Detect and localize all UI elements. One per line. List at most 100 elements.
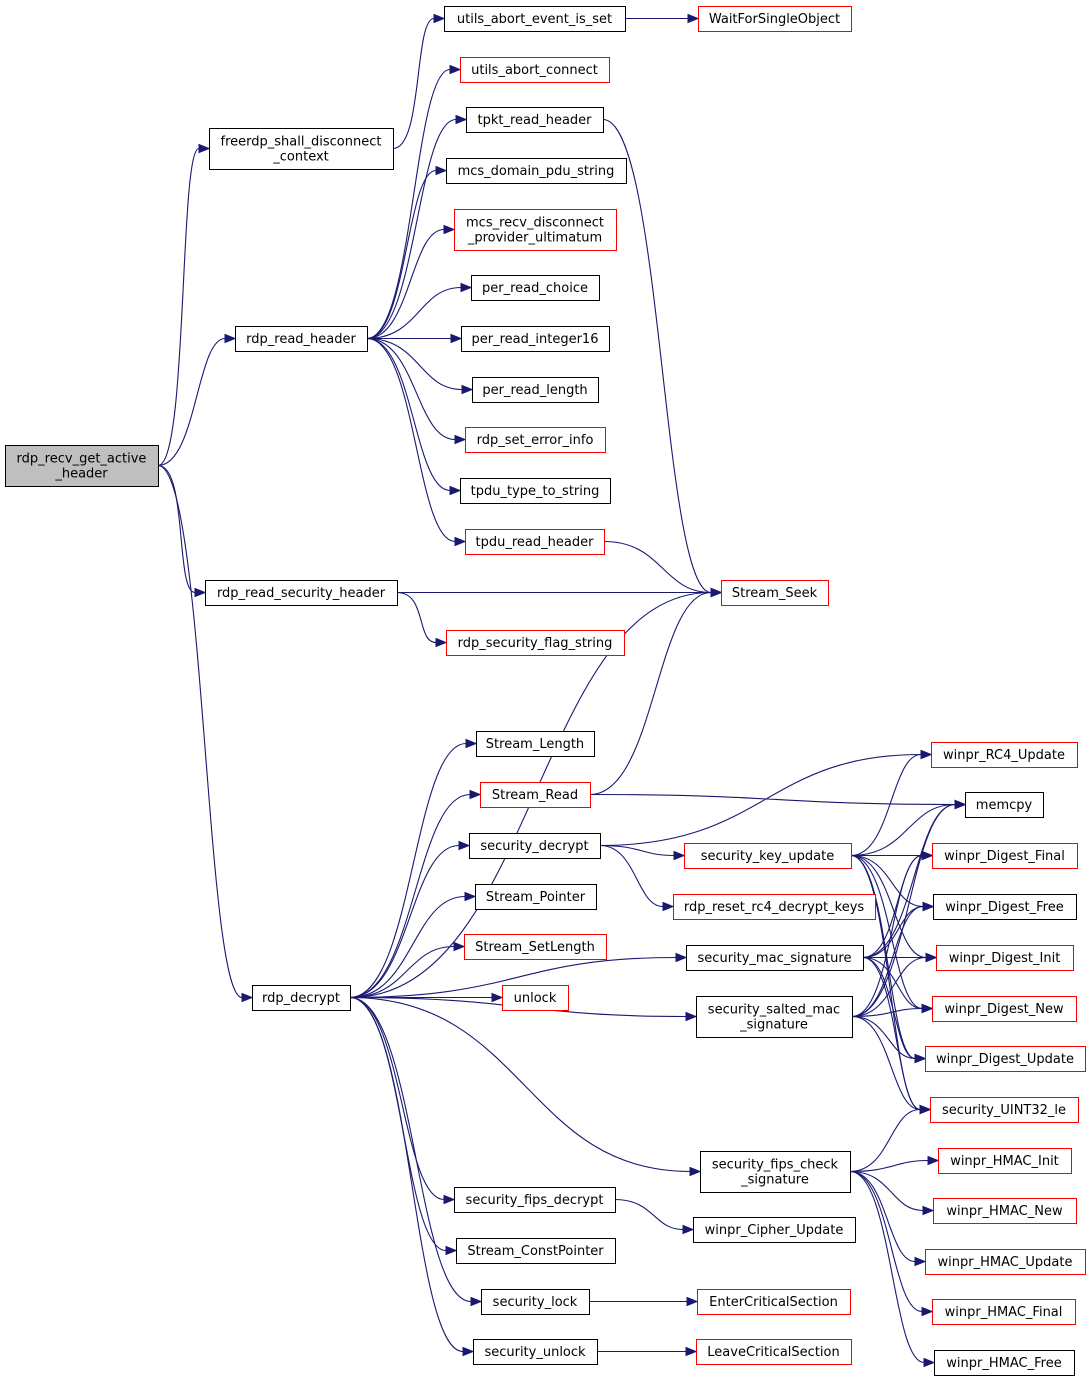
node-winpr_digest_final[interactable]: winpr_Digest_Final [932,843,1078,869]
node-stream_seek[interactable]: Stream_Seek [721,580,829,606]
node-box [965,792,1044,818]
node-stream_read[interactable]: Stream_Read [480,782,591,808]
node-utils_abort_event[interactable]: utils_abort_event_is_set [444,6,626,32]
node-wait_single[interactable]: WaitForSingleObject [698,6,852,32]
node-winpr_hmac_update[interactable]: winpr_HMAC_Update [925,1249,1086,1275]
node-security_fips_decrypt[interactable]: security_fips_decrypt [454,1187,616,1213]
node-root: rdp_recv_get_active_header [5,445,159,487]
node-mcs_recv_disconnect[interactable]: mcs_recv_disconnect_provider_ultimatum [454,209,617,251]
node-label: per_read_length [482,383,587,398]
node-rdp_read_security_header[interactable]: rdp_read_security_header [205,580,398,606]
node-label: security_fips_decrypt [466,1193,604,1208]
node-box [476,731,595,757]
node-label: LeaveCriticalSection [707,1345,839,1360]
node-label: security_decrypt [480,839,588,854]
node-winpr_hmac_init[interactable]: winpr_HMAC_Init [938,1148,1072,1174]
edge-rdp_read_header-to-tpdu_read_header [366,337,456,543]
node-label: _provider_ultimatum [467,231,602,246]
node-box [475,884,597,910]
node-label: _context [272,150,329,165]
edge-security_key_update-to-winpr_digest_init [850,854,927,959]
node-security_unlock[interactable]: security_unlock [473,1339,598,1365]
node-utils_abort_connect[interactable]: utils_abort_connect [460,57,610,83]
node-security_key_update[interactable]: security_key_update [684,843,852,869]
node-label: WaitForSingleObject [709,12,840,27]
node-label: per_read_integer16 [472,332,599,347]
node-stream_setlength[interactable]: Stream_SetLength [464,934,607,960]
node-tpkt_read_header[interactable]: tpkt_read_header [466,107,604,133]
node-label: security_fips_check [712,1158,839,1173]
edge-security_key_update-to-winpr_digest_free [850,854,924,908]
arrowhead-rdp_decrypt-to-security_unlock [462,1346,475,1357]
node-stream_length[interactable]: Stream_Length [476,731,595,757]
node-freerdp_shall[interactable]: freerdp_shall_disconnect_context [209,128,394,170]
edge-rdp_read_header-to-mcs_recv_disconnect [366,228,445,340]
edge-security_salted_mac-to-winpr_digest_update [851,1015,916,1060]
node-box [460,57,610,83]
node-per_read_choice[interactable]: per_read_choice [471,275,600,301]
edge-rdp_decrypt-to-stream_setlength [349,945,455,999]
node-per_read_length[interactable]: per_read_length [472,377,599,403]
node-label: rdp_set_error_info [477,433,594,448]
edge-rdp_decrypt-to-stream_pointer [349,895,466,999]
node-winpr_rc4_update[interactable]: winpr_RC4_Update [931,742,1078,768]
node-box [472,377,599,403]
node-winpr_hmac_new[interactable]: winpr_HMAC_New [933,1198,1077,1224]
node-tpdu_type_to_string[interactable]: tpdu_type_to_string [460,478,611,504]
node-stream_constpointer[interactable]: Stream_ConstPointer [456,1238,616,1264]
node-security_salted_mac[interactable]: security_salted_mac_signature [696,996,853,1038]
node-security_mac_signature[interactable]: security_mac_signature [686,945,864,971]
edge-rdp_decrypt-to-security_mac_signature [349,956,677,999]
node-tpdu_read_header[interactable]: tpdu_read_header [465,529,605,555]
node-box [460,478,611,504]
node-security_uint32_le[interactable]: security_UINT32_le [930,1097,1079,1123]
arrowhead-rdp_read_header-to-per_read_length [461,384,474,395]
edge-layer [157,13,967,1368]
node-per_read_integer16[interactable]: per_read_integer16 [461,326,610,352]
node-security_decrypt[interactable]: security_decrypt [469,833,601,859]
node-box [469,833,601,859]
node-mcs_domain_pdu[interactable]: mcs_domain_pdu_string [446,158,627,184]
node-rdp_reset_rc4[interactable]: rdp_reset_rc4_decrypt_keys [673,894,876,920]
node-winpr_digest_init[interactable]: winpr_Digest_Init [936,945,1074,971]
node-rdp_decrypt[interactable]: rdp_decrypt [252,985,351,1011]
node-label: security_key_update [701,849,834,864]
node-security_fips_check[interactable]: security_fips_check_signature [700,1151,851,1193]
arrowhead-root-to-rdp_decrypt [241,992,254,1003]
node-winpr_digest_update[interactable]: winpr_Digest_Update [925,1046,1086,1072]
node-memcpy[interactable]: memcpy [965,792,1044,818]
node-winpr_hmac_free[interactable]: winpr_HMAC_Free [934,1350,1075,1376]
node-label: rdp_read_security_header [217,586,386,601]
node-winpr_digest_free[interactable]: winpr_Digest_Free [933,894,1077,920]
node-stream_pointer[interactable]: Stream_Pointer [475,884,597,910]
edge-root-to-freerdp_shall [157,147,200,467]
node-winpr_cipher_update[interactable]: winpr_Cipher_Update [693,1217,856,1243]
node-leave_cs[interactable]: LeaveCriticalSection [696,1339,852,1365]
node-unlock[interactable]: unlock [502,985,569,1011]
arrowhead-rdp_decrypt-to-security_salted_mac [685,1011,698,1022]
edge-security_key_update-to-memcpy [850,803,956,857]
node-layer: rdp_recv_get_active_header freerdp_shall_… [5,6,1086,1376]
node-label: winpr_Cipher_Update [705,1223,844,1238]
edge-rdp_decrypt-to-stream_constpointer [349,996,447,1252]
node-rdp_read_header[interactable]: rdp_read_header [235,326,368,352]
node-winpr_hmac_final[interactable]: winpr_HMAC_Final [932,1299,1076,1325]
node-rdp_set_error_info[interactable]: rdp_set_error_info [465,427,606,453]
node-rdp_security_flag[interactable]: rdp_security_flag_string [446,630,625,656]
node-box [444,6,626,32]
arrowhead-security_fips_check-to-security_uint32_le [919,1104,932,1115]
node-security_lock[interactable]: security_lock [481,1289,590,1315]
node-box [925,1249,1086,1275]
node-label: winpr_RC4_Update [943,748,1065,763]
node-winpr_digest_new[interactable]: winpr_Digest_New [932,996,1077,1022]
arrowhead-rdp_read_security_header-to-rdp_security_flag [435,637,448,648]
node-label: tpkt_read_header [477,113,592,128]
node-label: Stream_Length [486,737,584,752]
node-box [932,996,1077,1022]
arrowhead-security_salted_mac-to-memcpy [954,799,967,810]
node-box [932,1299,1076,1325]
node-box [933,1198,1077,1224]
node-enter_cs[interactable]: EnterCriticalSection [697,1289,851,1315]
edge-security_salted_mac-to-winpr_digest_new [851,1007,923,1018]
